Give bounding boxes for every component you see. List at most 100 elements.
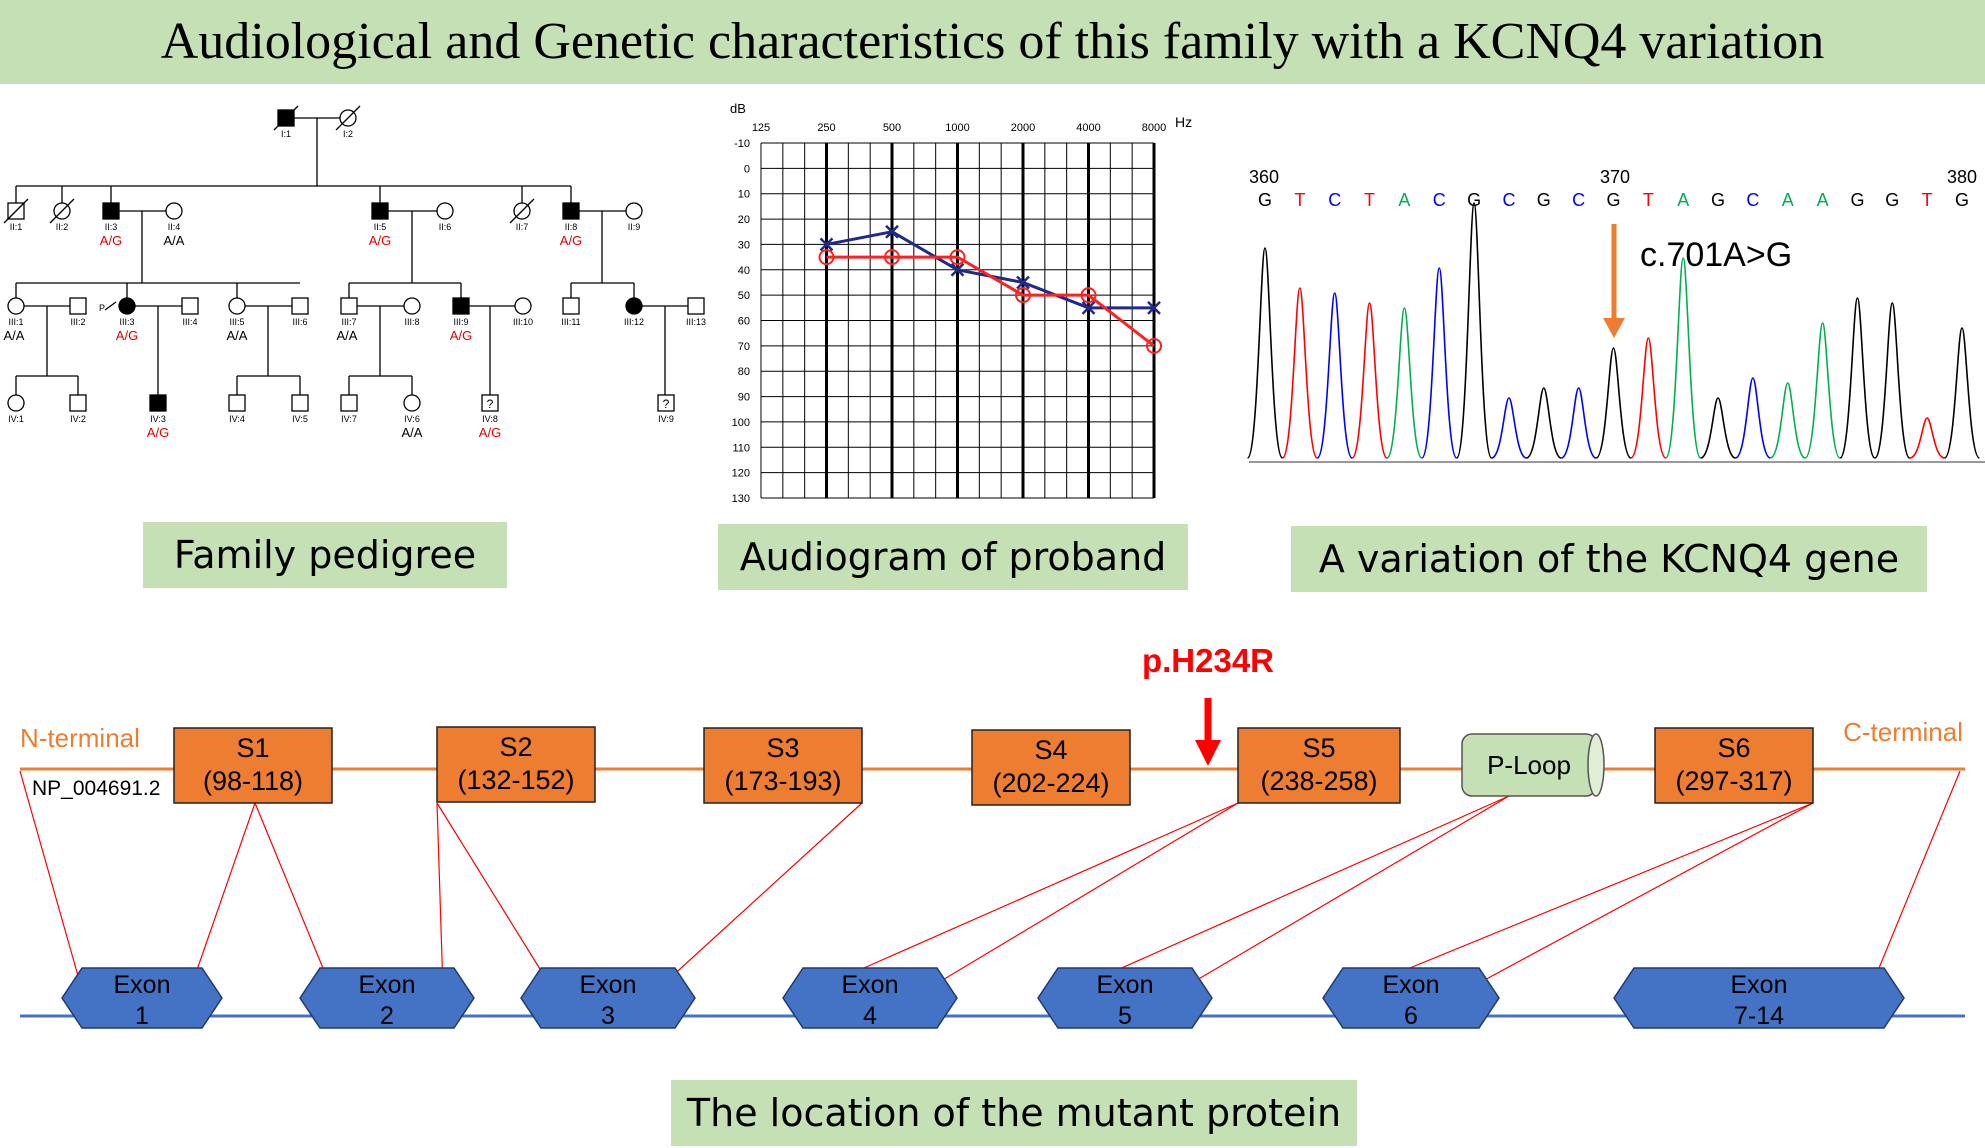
male-symbol: [291, 394, 309, 412]
member-id: III:9: [453, 317, 468, 327]
member-id: IV:1: [8, 414, 24, 424]
member-id: IV:2: [70, 414, 86, 424]
male-symbol: [340, 394, 358, 412]
chromatogram-peak: [1700, 397, 1736, 459]
male-symbol: [291, 297, 309, 315]
exon-connector: [813, 802, 1239, 991]
freq-tick-label: 1000: [945, 122, 969, 134]
audiogram-series-line: [826, 255, 1155, 348]
exon-number: 7-14: [1734, 1002, 1784, 1030]
exon-connector: [189, 802, 256, 991]
genotype-label: A/G: [560, 233, 582, 248]
male-symbol: [687, 297, 705, 315]
freq-tick-label: 2000: [1011, 122, 1035, 134]
exon-connector: [1355, 802, 1814, 991]
transmembrane-segment: [436, 726, 596, 803]
male-symbol: [371, 202, 389, 220]
sequence-base: G: [1258, 190, 1272, 210]
exon-label: Exon: [1731, 971, 1788, 999]
transmembrane-segment: [1237, 727, 1401, 804]
segment-range: (98-118): [203, 766, 303, 796]
sequence-base: A: [1677, 190, 1689, 210]
c-terminal-label: C-terminal: [1843, 717, 1963, 747]
segment-name: S2: [499, 732, 532, 762]
sequence-base: T: [1643, 190, 1654, 210]
member-id: II:4: [168, 222, 181, 232]
caption-mutant-protein-location: The location of the mutant protein: [671, 1080, 1357, 1146]
x-unit-label: Hz: [1175, 114, 1192, 130]
segment-range: (202-224): [992, 768, 1109, 798]
audiogram-point: [1016, 275, 1030, 290]
exon-shape: [1037, 967, 1213, 1029]
exon-label: Exon: [114, 971, 171, 999]
member-id: II:6: [439, 222, 452, 232]
chromatogram-peak: [1281, 287, 1319, 459]
member-id: III:8: [404, 317, 419, 327]
db-tick-label: 120: [732, 468, 750, 480]
db-tick-label: 130: [732, 493, 750, 505]
transmembrane-segment: [703, 727, 863, 804]
chromatogram-peak: [1665, 257, 1702, 459]
member-id: III:12: [624, 317, 644, 327]
protein-mutation-arrow-head: [1195, 740, 1221, 766]
pedigree-line: [509, 198, 535, 224]
y-unit-label: dB: [730, 101, 746, 116]
unknown-symbol: [481, 394, 499, 412]
female-symbol: [514, 297, 532, 315]
exon-connector: [1179, 795, 1510, 991]
audiogram-point: [1146, 337, 1162, 354]
member-id: III:6: [292, 317, 307, 327]
segment-range: (297-317): [1675, 766, 1792, 796]
sequence-base: C: [1746, 190, 1759, 210]
member-id: II:5: [374, 222, 387, 232]
exon-connector: [254, 802, 333, 991]
sequence-base: C: [1572, 190, 1585, 210]
pedigree-line: [49, 198, 75, 224]
exon-label: Exon: [1383, 971, 1440, 999]
freq-tick-label: 8000: [1142, 122, 1166, 134]
pedigree-line: [273, 105, 299, 131]
chromatogram-peak: [1491, 397, 1527, 459]
female-symbol: [7, 394, 25, 412]
member-id: IV:3: [150, 414, 166, 424]
sequence-position: 380: [1947, 167, 1977, 187]
db-tick-label: 70: [738, 341, 750, 353]
sequence-base: T: [1294, 190, 1305, 210]
exon-connector: [1869, 770, 1961, 991]
chromatogram-peak: [1943, 327, 1981, 459]
member-id: III:7: [341, 317, 356, 327]
segment-range: (132-152): [457, 765, 574, 795]
unknown-symbol: [657, 394, 675, 412]
member-id: II:9: [628, 222, 641, 232]
unknown-mark: ?: [663, 397, 670, 411]
male-symbol: [562, 297, 580, 315]
freq-tick-label: 500: [883, 122, 901, 134]
exon-shape: [1322, 967, 1500, 1029]
mutation-arrow-head: [1603, 318, 1625, 338]
chromatogram-peak: [1386, 307, 1423, 459]
segment-range: (173-193): [724, 766, 841, 796]
male-symbol: [149, 394, 167, 412]
exon-number: 2: [380, 1002, 394, 1030]
male-symbol: [181, 297, 199, 315]
db-tick-label: 50: [738, 290, 750, 302]
exon-shape: [1613, 967, 1905, 1029]
chromatogram-peak: [1246, 247, 1284, 459]
sequence-base: C: [1502, 190, 1515, 210]
member-id: IV:7: [341, 414, 357, 424]
transmembrane-segment: [971, 729, 1131, 806]
exon-shape: [782, 967, 958, 1029]
male-symbol: [102, 202, 120, 220]
genotype-label: A/A: [164, 233, 185, 248]
audiogram-point: [949, 249, 966, 266]
audiogram-point: [1015, 287, 1031, 304]
female-symbol: [436, 202, 454, 220]
transmembrane-segment: [173, 727, 333, 804]
genotype-label: A/G: [369, 233, 391, 248]
exon-label: Exon: [580, 971, 637, 999]
chromatogram-peak: [1734, 377, 1772, 459]
